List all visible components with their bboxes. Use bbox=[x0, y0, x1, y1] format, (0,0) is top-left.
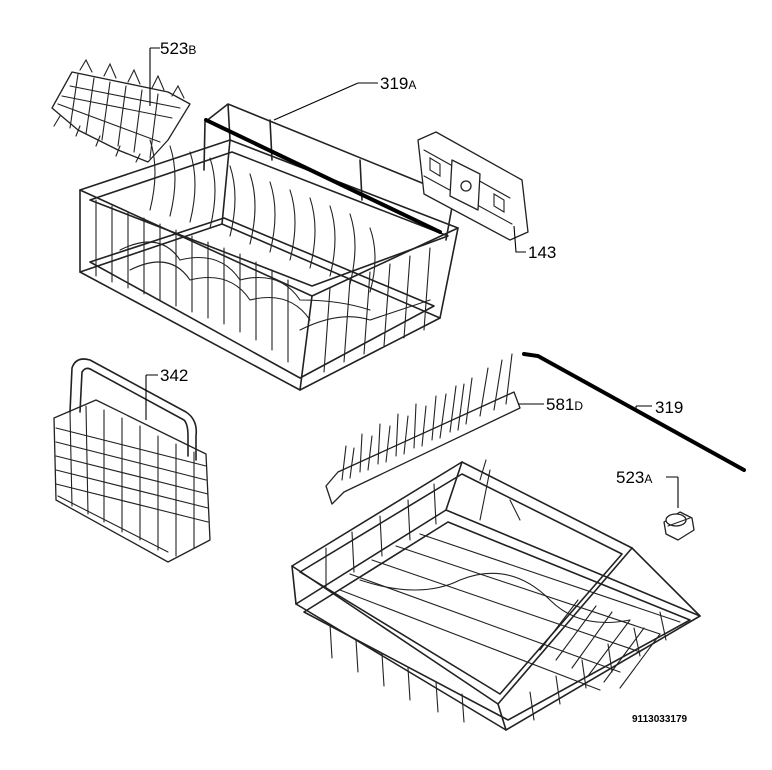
label-319: 319 bbox=[655, 398, 683, 417]
label-581d: 581D bbox=[546, 395, 583, 414]
leader-319a bbox=[273, 82, 378, 121]
lower-basket-drawing bbox=[291, 459, 701, 731]
label-319a: 319A bbox=[380, 74, 416, 93]
part-143-bracket-drawing bbox=[417, 131, 529, 241]
leader-lines bbox=[145, 47, 679, 508]
leader-319 bbox=[635, 405, 652, 410]
part-523a-bush-drawing bbox=[663, 511, 695, 541]
leader-523b bbox=[149, 47, 160, 106]
label-523a: 523A bbox=[616, 468, 652, 487]
upper-basket-drawing bbox=[79, 103, 459, 391]
label-523b: 523B bbox=[160, 39, 196, 58]
label-143: 143 bbox=[528, 243, 556, 262]
part-319-rail-drawing bbox=[522, 352, 746, 472]
document-number: 9113033179 bbox=[632, 714, 688, 725]
part-342-cutlery-basket-drawing bbox=[53, 358, 211, 563]
leader-342 bbox=[145, 374, 158, 420]
part-labels: 523B 319A 143 342 581D 319 523A bbox=[160, 39, 683, 487]
part-581d-tine-insert-drawing bbox=[325, 353, 521, 505]
part-523b-clip-drawing bbox=[51, 58, 191, 163]
leader-143 bbox=[513, 225, 526, 253]
label-342: 342 bbox=[160, 366, 188, 385]
leader-523a bbox=[666, 476, 679, 508]
part-319a-rail-drawing bbox=[204, 118, 442, 234]
